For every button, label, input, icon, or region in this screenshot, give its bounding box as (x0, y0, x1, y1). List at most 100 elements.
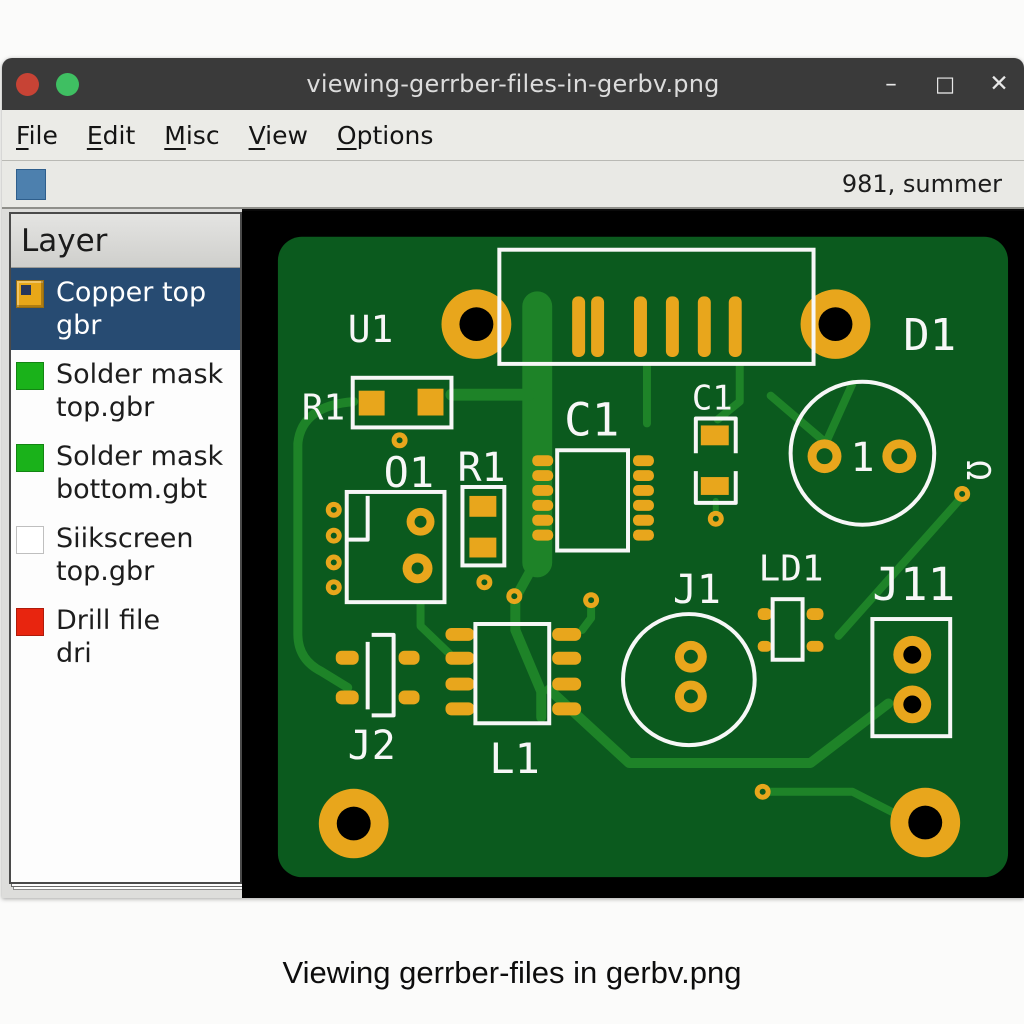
layer-item-silkscreen-top[interactable]: Siikscreen top.gbr (11, 514, 240, 596)
silkscreen-outline (460, 485, 507, 568)
via-center (396, 437, 403, 444)
silkscreen-circle (788, 379, 937, 527)
main-content: Layer Copper top gbr Solder mask top.gbr (2, 209, 1024, 898)
copper-pad (552, 627, 582, 641)
copper-trace (293, 397, 359, 448)
silkscreen-label: D1 (903, 310, 956, 361)
layer-label: bottom.gbt (56, 474, 208, 505)
close-button[interactable]: ✕ (989, 70, 1009, 97)
menubar: File Edit Misc View Options (2, 110, 1024, 161)
layer-color-swatch[interactable] (16, 444, 44, 472)
silkscreen-label: R1 (457, 445, 505, 491)
layer-list: Copper top gbr Solder mask top.gbr (11, 268, 240, 678)
toolbar: 981, summer (2, 161, 1024, 209)
copper-pad (445, 677, 475, 691)
traffic-lights (16, 58, 79, 110)
silkscreen-label: O1 (384, 448, 434, 497)
layer-item-soldermask-top[interactable]: Solder mask top.gbr (11, 350, 240, 432)
via-center (511, 593, 518, 600)
minimize-button[interactable]: – (885, 70, 897, 97)
menu-view[interactable]: View (248, 120, 308, 150)
copper-pad (532, 514, 554, 526)
menu-file[interactable]: File (16, 120, 58, 150)
copper-trace (713, 361, 744, 424)
via-center (959, 490, 966, 497)
copper-trace (834, 493, 966, 640)
via-center (588, 597, 595, 604)
layer-item-drill-file[interactable]: Drill file dri (11, 596, 240, 678)
layer-item-soldermask-bottom[interactable]: Solder mask bottom.gbt (11, 432, 240, 514)
layer-color-swatch[interactable] (16, 526, 44, 554)
copper-pad (806, 608, 824, 621)
ring-pad-center (411, 562, 424, 575)
layer-color-swatch[interactable] (16, 608, 44, 636)
layer-label: Solder mask (56, 441, 224, 472)
copper-pad (532, 455, 554, 467)
via-center (330, 584, 337, 591)
copper-trace (510, 553, 547, 723)
layer-color-swatch[interactable] (16, 362, 44, 390)
copper-pad (469, 537, 497, 558)
drill-hole (908, 805, 943, 840)
layer-label: top.gbr (56, 392, 155, 423)
via-center (712, 515, 719, 522)
blue-square-icon[interactable] (16, 168, 46, 200)
copper-pad (335, 690, 359, 705)
coordinate-status: 981, summer (841, 170, 1002, 198)
copper-pad (728, 296, 742, 357)
via-center (330, 506, 337, 513)
silkscreen-outline (555, 448, 631, 553)
silkscreen-label: C1 (564, 393, 619, 446)
copper-pad (806, 640, 824, 652)
layer-label: top.gbr (56, 556, 155, 587)
copper-pad (552, 702, 582, 716)
silkscreen-line (346, 495, 370, 542)
silkscreen-circle (621, 612, 757, 748)
copper-pad (552, 651, 582, 665)
image-caption: Viewing gerrber-files in gerbv.png (282, 955, 742, 990)
copper-pad (445, 702, 475, 716)
silkscreen-outline (350, 375, 454, 430)
drill-hole (903, 645, 922, 664)
silkscreen-outline (870, 617, 953, 739)
copper-pad (532, 529, 554, 541)
layer-item-copper-top[interactable]: Copper top gbr (11, 268, 240, 350)
menu-options[interactable]: Options (336, 120, 434, 150)
copper-pad (398, 650, 420, 665)
copper-pad (633, 499, 654, 511)
copper-trace (293, 438, 353, 692)
layer-label: Drill file (56, 605, 161, 636)
silkscreen-outline (770, 597, 805, 662)
titlebar[interactable]: viewing-gerrber-files-in-gerbv.png – □ ✕ (2, 58, 1024, 110)
silkscreen-label: J2 (348, 723, 396, 769)
via-center (759, 788, 766, 795)
drill-hole (336, 806, 371, 841)
menu-edit[interactable]: Edit (86, 120, 136, 150)
menu-misc[interactable]: Misc (164, 120, 220, 150)
copper-pad (532, 499, 554, 511)
copper-trace (544, 684, 894, 768)
copper-pad (757, 640, 772, 652)
silkscreen-label: R1 (302, 388, 345, 429)
copper-pad (633, 514, 654, 526)
window-button-green[interactable] (56, 72, 79, 96)
copper-trace (758, 787, 898, 817)
copper-pad (358, 390, 385, 416)
copper-pad (469, 495, 497, 517)
copper-pad (633, 455, 654, 467)
copper-pad (665, 296, 679, 357)
ring-pad-center (414, 515, 427, 528)
copper-pad (697, 296, 711, 357)
layer-color-swatch[interactable] (16, 280, 44, 308)
app-window: viewing-gerrber-files-in-gerbv.png – □ ✕… (2, 58, 1024, 898)
sidebar: Layer Copper top gbr Solder mask top.gbr (2, 209, 242, 898)
copper-pad (633, 485, 654, 496)
copper-pad (532, 470, 554, 482)
silkscreen-line (371, 632, 396, 718)
maximize-button[interactable]: □ (935, 71, 955, 96)
window-button-red[interactable] (16, 72, 39, 96)
layer-label: dri (56, 638, 92, 669)
layer-panel: Layer Copper top gbr Solder mask top.gbr (9, 212, 242, 884)
